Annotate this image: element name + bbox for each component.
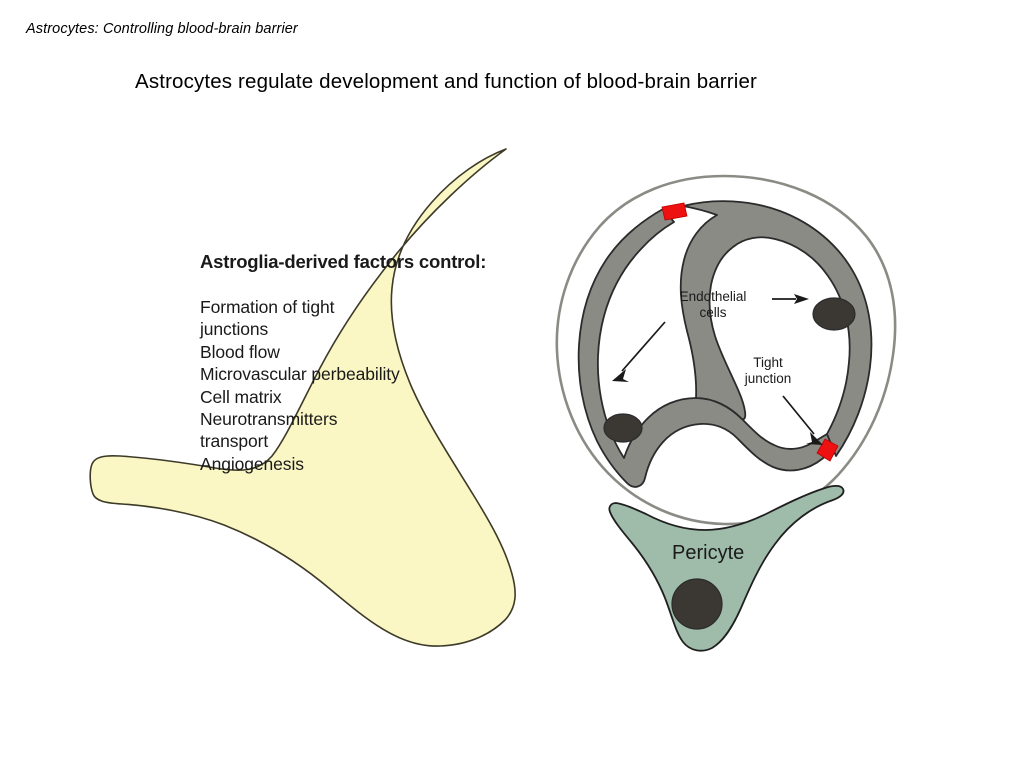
pericyte-cell bbox=[608, 484, 845, 652]
arrow-tight-junction bbox=[782, 395, 823, 445]
basement-membrane bbox=[555, 174, 897, 526]
endothelial-cell-left bbox=[577, 208, 836, 488]
astroglia-factors-heading: Astroglia-derived factors control: bbox=[200, 251, 487, 272]
tight-junction-top bbox=[661, 202, 688, 221]
label-pericyte: Pericyte bbox=[672, 542, 745, 564]
astrocyte-shape bbox=[89, 148, 516, 647]
endothelial-nucleus-left bbox=[603, 413, 643, 443]
list-item: Angiogenesis bbox=[200, 453, 304, 474]
label-endothelial-cells: Endothelial cells bbox=[679, 289, 747, 320]
list-item: Blood flow bbox=[200, 341, 280, 362]
list-item: Microvascular perbeability bbox=[200, 364, 400, 385]
astroglia-factors-block: Astroglia-derived factors control: Forma… bbox=[200, 251, 530, 475]
annotation-arrows bbox=[612, 294, 823, 445]
arrow-endothelial-right bbox=[772, 294, 809, 304]
list-item: Cell matrix bbox=[200, 386, 282, 407]
endothelial-nucleus-right bbox=[812, 297, 856, 331]
page-title: Astrocytes regulate development and func… bbox=[135, 70, 757, 93]
endothelial-cell-right bbox=[679, 200, 873, 457]
label-tight-junction: Tight junction bbox=[744, 355, 792, 386]
astrocyte-cell bbox=[89, 148, 516, 647]
pericyte-shape bbox=[608, 484, 845, 652]
list-item: Neurotransmitters transport bbox=[200, 409, 338, 452]
pericyte-nucleus bbox=[671, 578, 723, 630]
blood-vessel-cross-section bbox=[555, 174, 897, 526]
arrow-endothelial-left bbox=[612, 321, 666, 382]
slide-header: Astrocytes: Controlling blood-brain barr… bbox=[26, 21, 298, 37]
list-item: Formation of tight junctions bbox=[200, 297, 335, 340]
astroglia-factors-list: Formation of tight junctions Blood flow … bbox=[200, 296, 530, 475]
